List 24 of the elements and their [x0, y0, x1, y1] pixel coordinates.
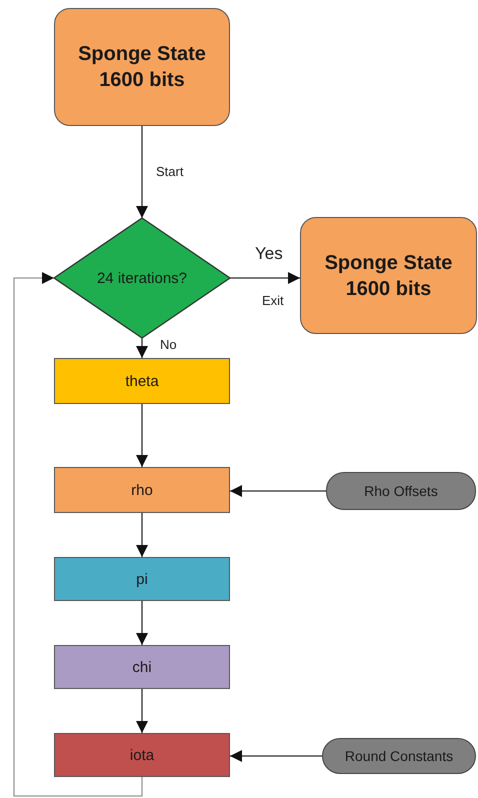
arrow [136, 404, 148, 467]
process-box: rho [54, 467, 230, 513]
decision-diamond: 24 iterations? [54, 218, 230, 338]
arrow [136, 513, 148, 557]
arrow [230, 485, 326, 497]
arrow [230, 750, 322, 762]
process-box: chi [54, 645, 230, 689]
edge-label: No [160, 337, 177, 352]
loop-arrow [13, 272, 143, 797]
process-box: pi [54, 557, 230, 601]
arrow [136, 689, 148, 733]
input-pill: Round Constants [322, 738, 476, 774]
process-box: theta [54, 358, 230, 404]
arrow [136, 126, 148, 218]
arrow [136, 338, 148, 358]
edge-label: Start [156, 164, 184, 179]
input-pill: Rho Offsets [326, 472, 476, 510]
state-box: Sponge State 1600 bits [54, 8, 230, 126]
edge-note: Exit [262, 293, 284, 308]
arrow [230, 272, 300, 284]
state-box: Sponge State 1600 bits [300, 217, 477, 334]
edge-label: Yes [255, 244, 283, 264]
process-box: iota [54, 733, 230, 777]
arrow [136, 601, 148, 645]
